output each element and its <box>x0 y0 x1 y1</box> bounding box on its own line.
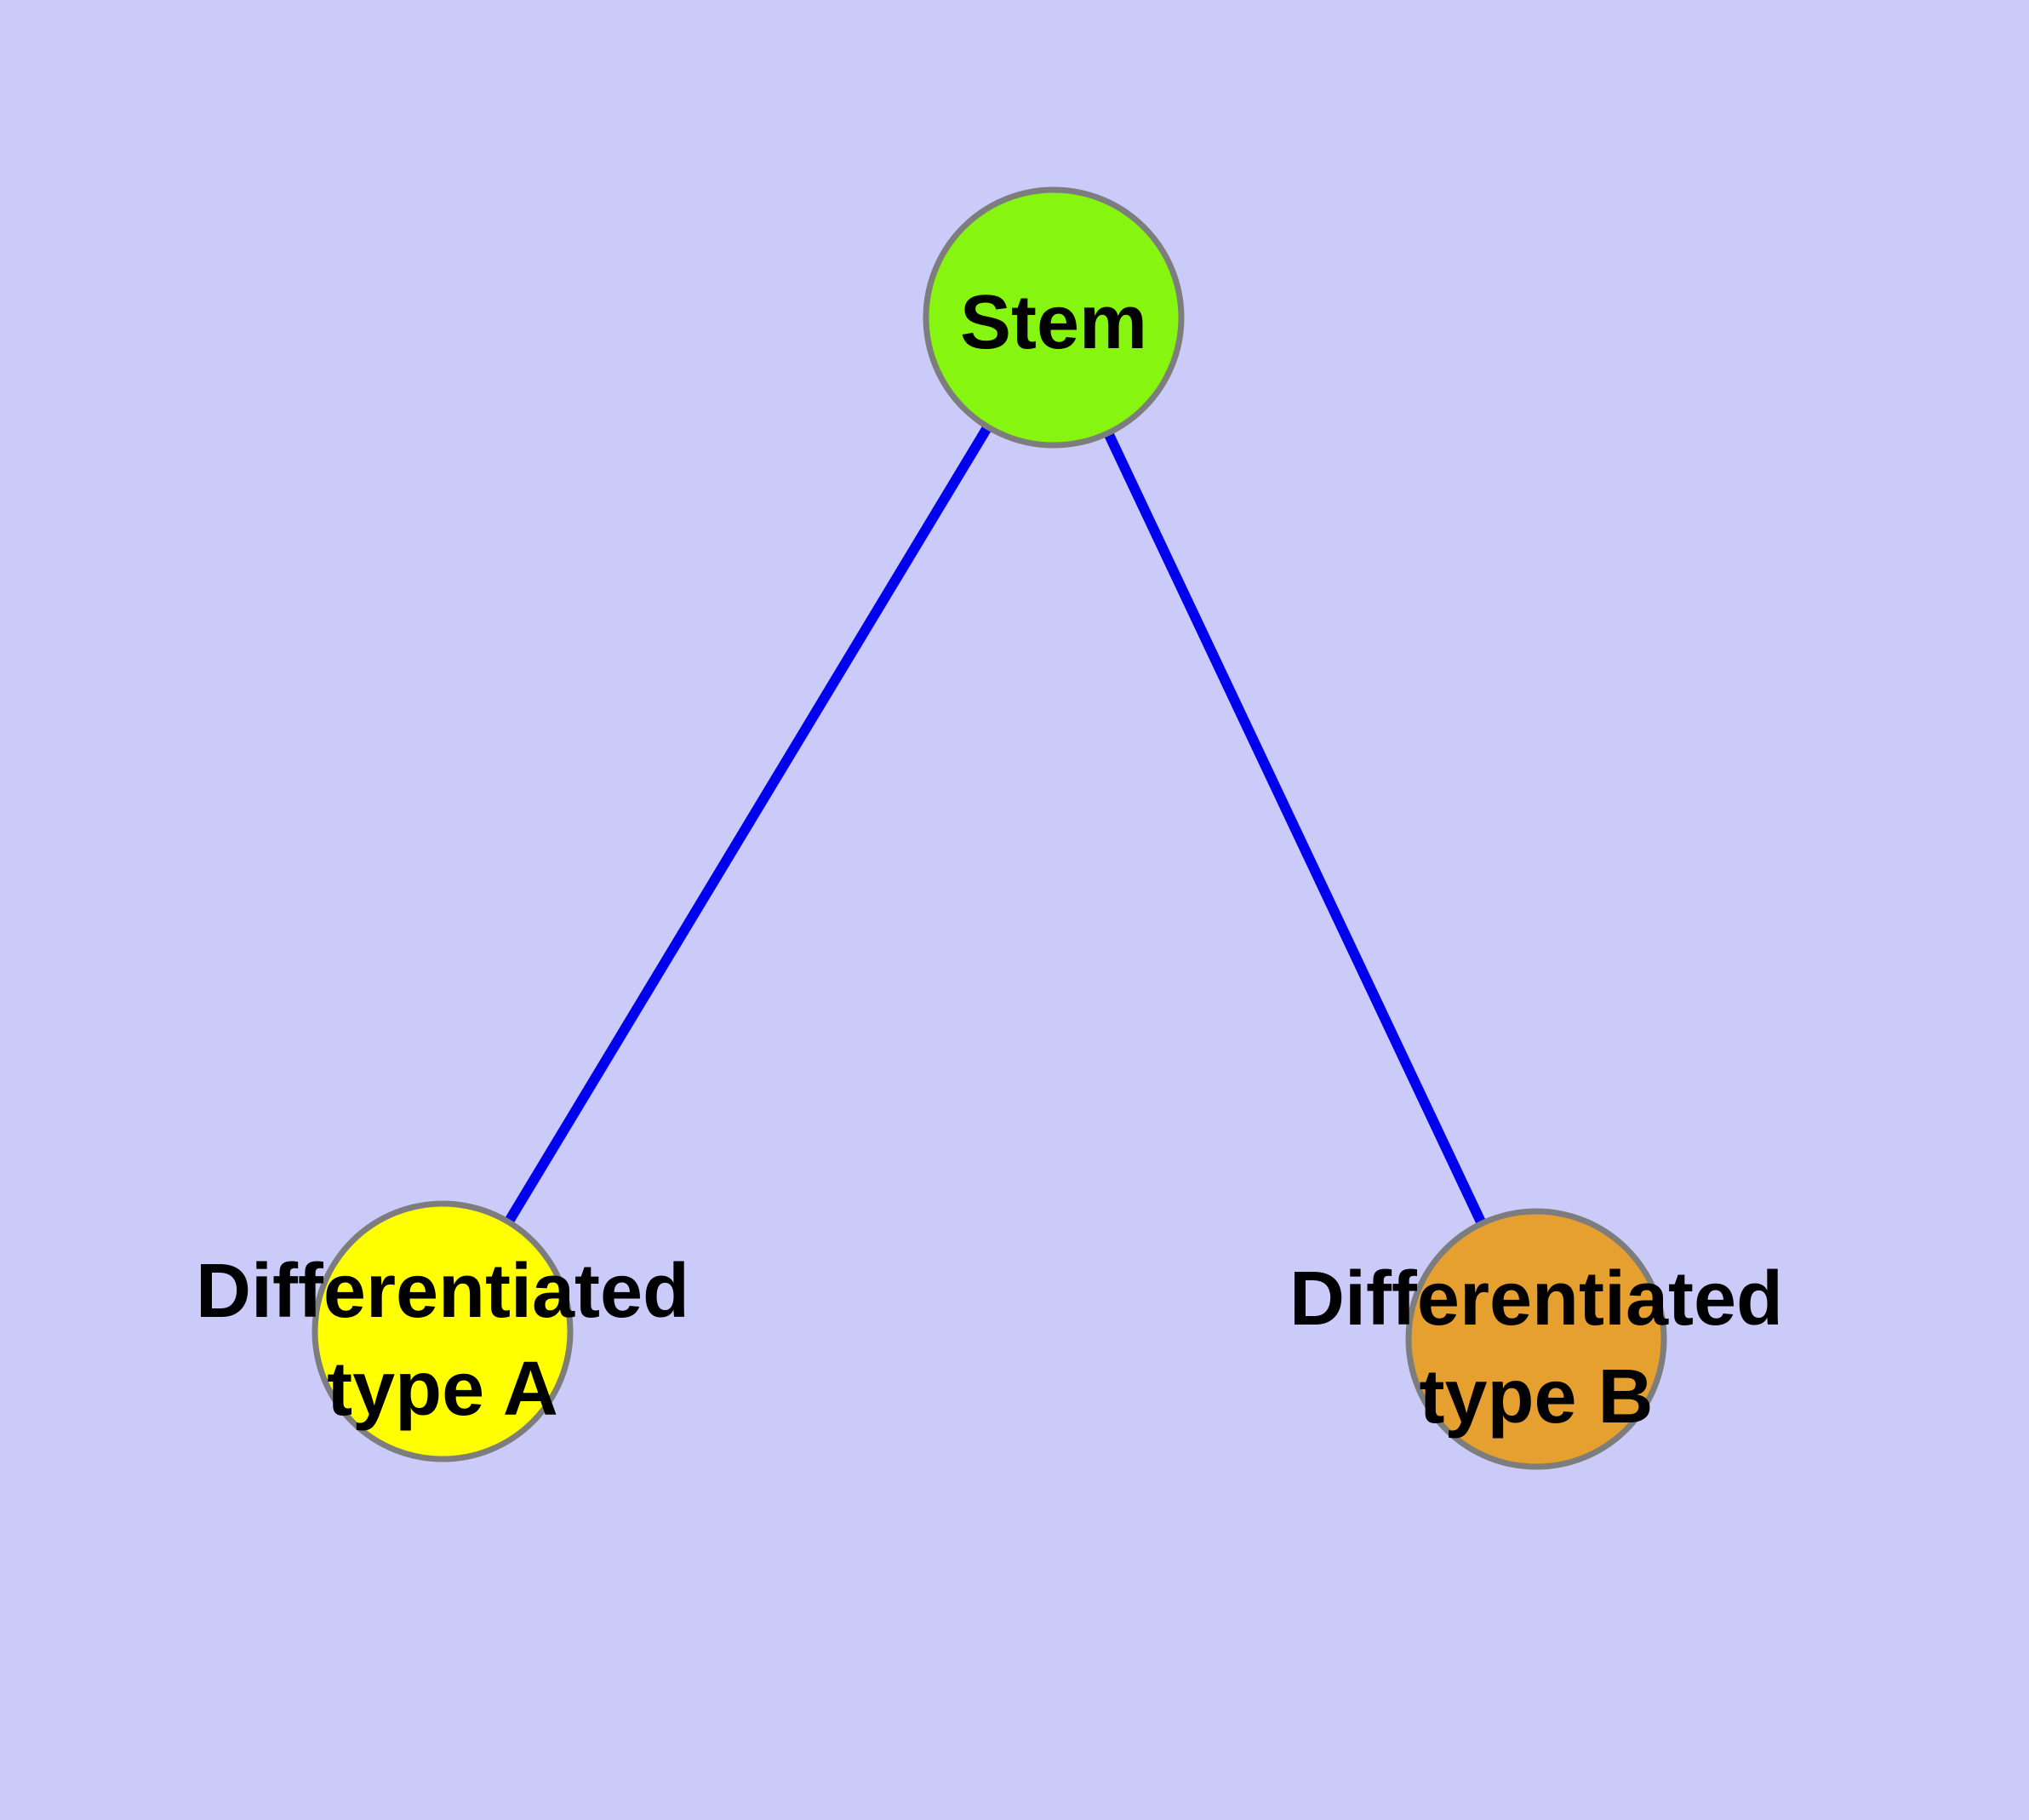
node-stem-label: Stem <box>960 280 1147 365</box>
node-type-b-label-line2: type B <box>1419 1354 1653 1439</box>
node-stem[interactable] <box>923 186 1185 449</box>
node-type-a-label-line2: type A <box>327 1347 558 1432</box>
edge-stem-to-type-b <box>1049 312 1541 1344</box>
node-type-b-label-line1: Differentiated <box>1289 1256 1783 1342</box>
node-type-a-label-line1: Differentiated <box>196 1249 689 1334</box>
edge-stem-to-type-a <box>437 312 1059 1336</box>
node-differentiated-type-a[interactable] <box>311 1200 574 1462</box>
node-differentiated-type-b[interactable] <box>1405 1208 1667 1470</box>
